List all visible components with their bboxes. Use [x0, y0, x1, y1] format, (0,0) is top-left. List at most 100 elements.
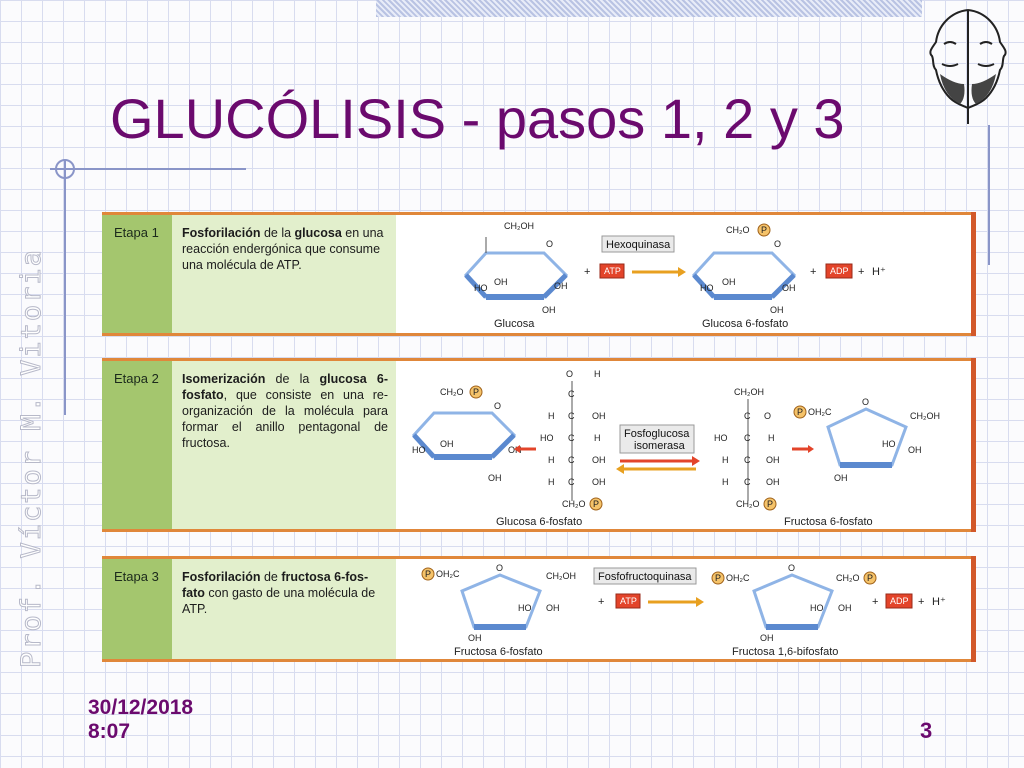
svg-text:OH: OH — [546, 603, 560, 613]
page-number: 3 — [920, 718, 933, 743]
svg-text:H: H — [594, 433, 601, 443]
step-1-stage-label: Etapa 1 — [102, 215, 172, 333]
top-decorative-band — [376, 0, 922, 17]
svg-text:OH₂C: OH₂C — [436, 569, 460, 579]
step-1-panel: Etapa 1 Fosforilación de la glucosa en u… — [102, 212, 976, 336]
svg-text:P: P — [767, 499, 773, 509]
svg-text:HO: HO — [412, 445, 426, 455]
svg-text:C: C — [568, 433, 575, 443]
svg-text:OH: OH — [592, 455, 606, 465]
svg-text:OH₂C: OH₂C — [808, 407, 832, 417]
footer-date-time: 8:07 — [88, 720, 131, 743]
svg-text:OH: OH — [592, 477, 606, 487]
svg-text:+: + — [810, 266, 816, 278]
svg-text:C: C — [568, 389, 575, 399]
svg-text:OH: OH — [508, 445, 522, 455]
glucose-molecule: CH₂OH O OH HO OH OH Glucosa — [463, 221, 569, 330]
svg-text:Fructosa 6-fosfato: Fructosa 6-fosfato — [454, 646, 543, 658]
right-decorative-line — [988, 125, 990, 265]
svg-text:H: H — [768, 433, 775, 443]
svg-text:Fructosa 1,6-bifosfato: Fructosa 1,6-bifosfato — [732, 646, 838, 658]
step-3-reaction-scheme: P OH₂C O CH₂OH HO OH OH Fructosa 6-fosfa… — [396, 559, 972, 659]
svg-text:P: P — [797, 407, 803, 417]
svg-text:P: P — [867, 573, 873, 583]
svg-text:CH₂O: CH₂O — [562, 499, 586, 509]
svg-text:CH₂O: CH₂O — [440, 387, 464, 397]
svg-text:Fosfofructoquinasa: Fosfofructoquinasa — [598, 571, 692, 583]
svg-text:C: C — [568, 477, 575, 487]
svg-text:Glucosa: Glucosa — [494, 318, 535, 330]
step-1-description: Fosforilación de la glucosa en una reacc… — [172, 215, 396, 333]
svg-text:C: C — [568, 455, 575, 465]
svg-text:CH₂O: CH₂O — [736, 499, 760, 509]
fructose-6-phosphate-molecule: P OH₂C O CH₂OH HO OH OH Fructosa 6-fosfa… — [421, 563, 576, 658]
svg-text:HO: HO — [714, 433, 728, 443]
svg-text:O: O — [774, 239, 781, 249]
footer-date-day: 30/12/2018 — [88, 696, 194, 719]
svg-text:+: + — [918, 596, 924, 608]
svg-text:+: + — [872, 596, 878, 608]
svg-text:OH: OH — [468, 633, 482, 643]
step-2-reaction-scheme: CH₂O P O OH HO OH OH Glucosa 6-fosfato O… — [396, 361, 972, 529]
svg-text:H: H — [548, 411, 555, 421]
svg-text:CH₂OH: CH₂OH — [910, 411, 940, 421]
svg-text:O: O — [566, 369, 573, 379]
atp-icon — [599, 263, 625, 279]
svg-text:H⁺: H⁺ — [872, 266, 886, 278]
janus-head-logo — [929, 9, 1007, 124]
svg-text:Fructosa 6-fosfato: Fructosa 6-fosfato — [784, 516, 873, 528]
svg-text:Fosfoglucosa: Fosfoglucosa — [624, 428, 690, 440]
fructose-6-phosphate-molecule: OH₂C P O CH₂OH HO OH OH Fructosa 6-fosfa… — [784, 397, 940, 528]
decorative-circle — [55, 159, 75, 179]
step-3-stage-label: Etapa 3 — [102, 559, 172, 659]
svg-text:+: + — [584, 266, 590, 278]
svg-text:C: C — [744, 433, 751, 443]
svg-text:OH: OH — [908, 445, 922, 455]
svg-text:isomerasa: isomerasa — [634, 440, 686, 452]
enzyme-label-box — [601, 235, 675, 253]
svg-text:ATP: ATP — [604, 266, 621, 276]
svg-text:H: H — [594, 369, 601, 379]
svg-text:OH: OH — [770, 305, 784, 315]
svg-text:HO: HO — [474, 283, 488, 293]
author-watermark: Prof. Víctor M. Vitoria — [16, 248, 48, 669]
svg-text:OH: OH — [766, 455, 780, 465]
svg-text:O: O — [862, 397, 869, 407]
svg-text:HO: HO — [540, 433, 554, 443]
fructose-1-6-bisphosphate-molecule: P OH₂C O CH₂O P HO OH OH Fructosa 1,6-bi… — [711, 563, 877, 658]
svg-text:OH: OH — [722, 277, 736, 287]
enzyme-label-box — [619, 424, 695, 454]
left-decorative-line — [64, 160, 66, 415]
svg-text:HO: HO — [700, 283, 714, 293]
slide-title: GLUCÓLISIS - pasos 1, 2 y 3 — [110, 87, 845, 150]
svg-text:OH: OH — [592, 411, 606, 421]
svg-text:OH: OH — [782, 283, 796, 293]
footer-date: 30/12/2018 8:07 — [88, 696, 193, 744]
svg-text:HO: HO — [518, 603, 532, 613]
step-2-stage-label: Etapa 2 — [102, 361, 172, 529]
svg-text:O: O — [788, 563, 795, 573]
svg-text:C: C — [568, 411, 575, 421]
svg-text:HO: HO — [810, 603, 824, 613]
svg-text:C: C — [744, 411, 751, 421]
svg-text:P: P — [715, 573, 721, 583]
svg-text:Glucosa 6-fosfato: Glucosa 6-fosfato — [702, 318, 788, 330]
svg-text:H: H — [722, 477, 729, 487]
svg-text:ATP: ATP — [620, 596, 637, 606]
svg-text:O: O — [764, 411, 771, 421]
svg-text:H: H — [722, 455, 729, 465]
svg-text:P: P — [425, 569, 431, 579]
adp-icon — [825, 263, 853, 279]
svg-text:CH₂O: CH₂O — [726, 225, 750, 235]
glucose-6-phosphate-molecule: CH₂O P O OH HO OH OH Glucosa 6-fosfato — [691, 223, 797, 330]
step-3-description: Fosforilación de fructosa 6-fos-fato con… — [172, 559, 396, 659]
svg-text:P: P — [473, 387, 479, 397]
atp-icon — [615, 593, 641, 609]
svg-text:P: P — [593, 499, 599, 509]
svg-text:H⁺: H⁺ — [932, 596, 946, 608]
adp-icon — [885, 593, 913, 609]
svg-text:OH: OH — [766, 477, 780, 487]
step-3-panel: Etapa 3 Fosforilación de fructosa 6-fos-… — [102, 556, 976, 662]
svg-text:OH: OH — [838, 603, 852, 613]
svg-text:Glucosa 6-fosfato: Glucosa 6-fosfato — [496, 516, 582, 528]
